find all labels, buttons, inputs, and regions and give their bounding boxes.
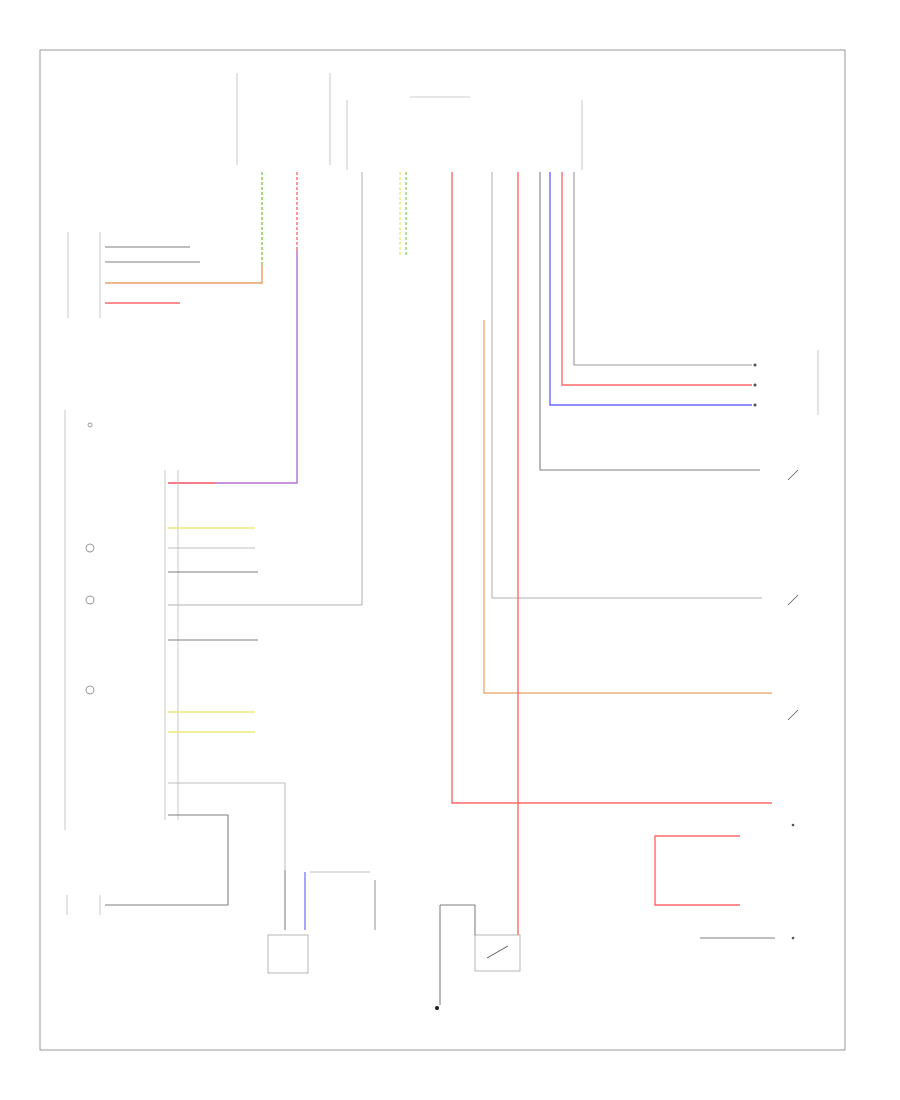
wire-gray-bcm-1 [168, 172, 363, 606]
diagram-frame [39, 49, 846, 1051]
wire-orange-1 [105, 265, 263, 284]
wire-orange-long [483, 320, 772, 694]
wire-gray-cps [573, 172, 752, 366]
body-control-module [346, 96, 583, 170]
engine-cluster [67, 232, 101, 318]
fuel-tank-unit [753, 350, 819, 415]
ground-left-component [66, 895, 101, 915]
wire-purple-1 [168, 250, 298, 484]
wire-gray-long [491, 172, 762, 599]
page-code-area [48, 1042, 70, 1048]
wire-red-loop [654, 835, 740, 906]
wire-dark-cps [539, 172, 760, 471]
wire-dark-5 [105, 814, 229, 906]
sensor-module-bottom [267, 870, 376, 974]
wire-blue-cps [549, 172, 752, 406]
fuse-box-top [236, 65, 331, 165]
wire-red-cps [561, 172, 752, 386]
switch-column-right [787, 469, 799, 940]
wire-red-long [451, 172, 772, 804]
wire-gray-3 [168, 782, 286, 870]
ground-switch-bottom [435, 904, 521, 1010]
instrument-cluster [64, 410, 179, 830]
